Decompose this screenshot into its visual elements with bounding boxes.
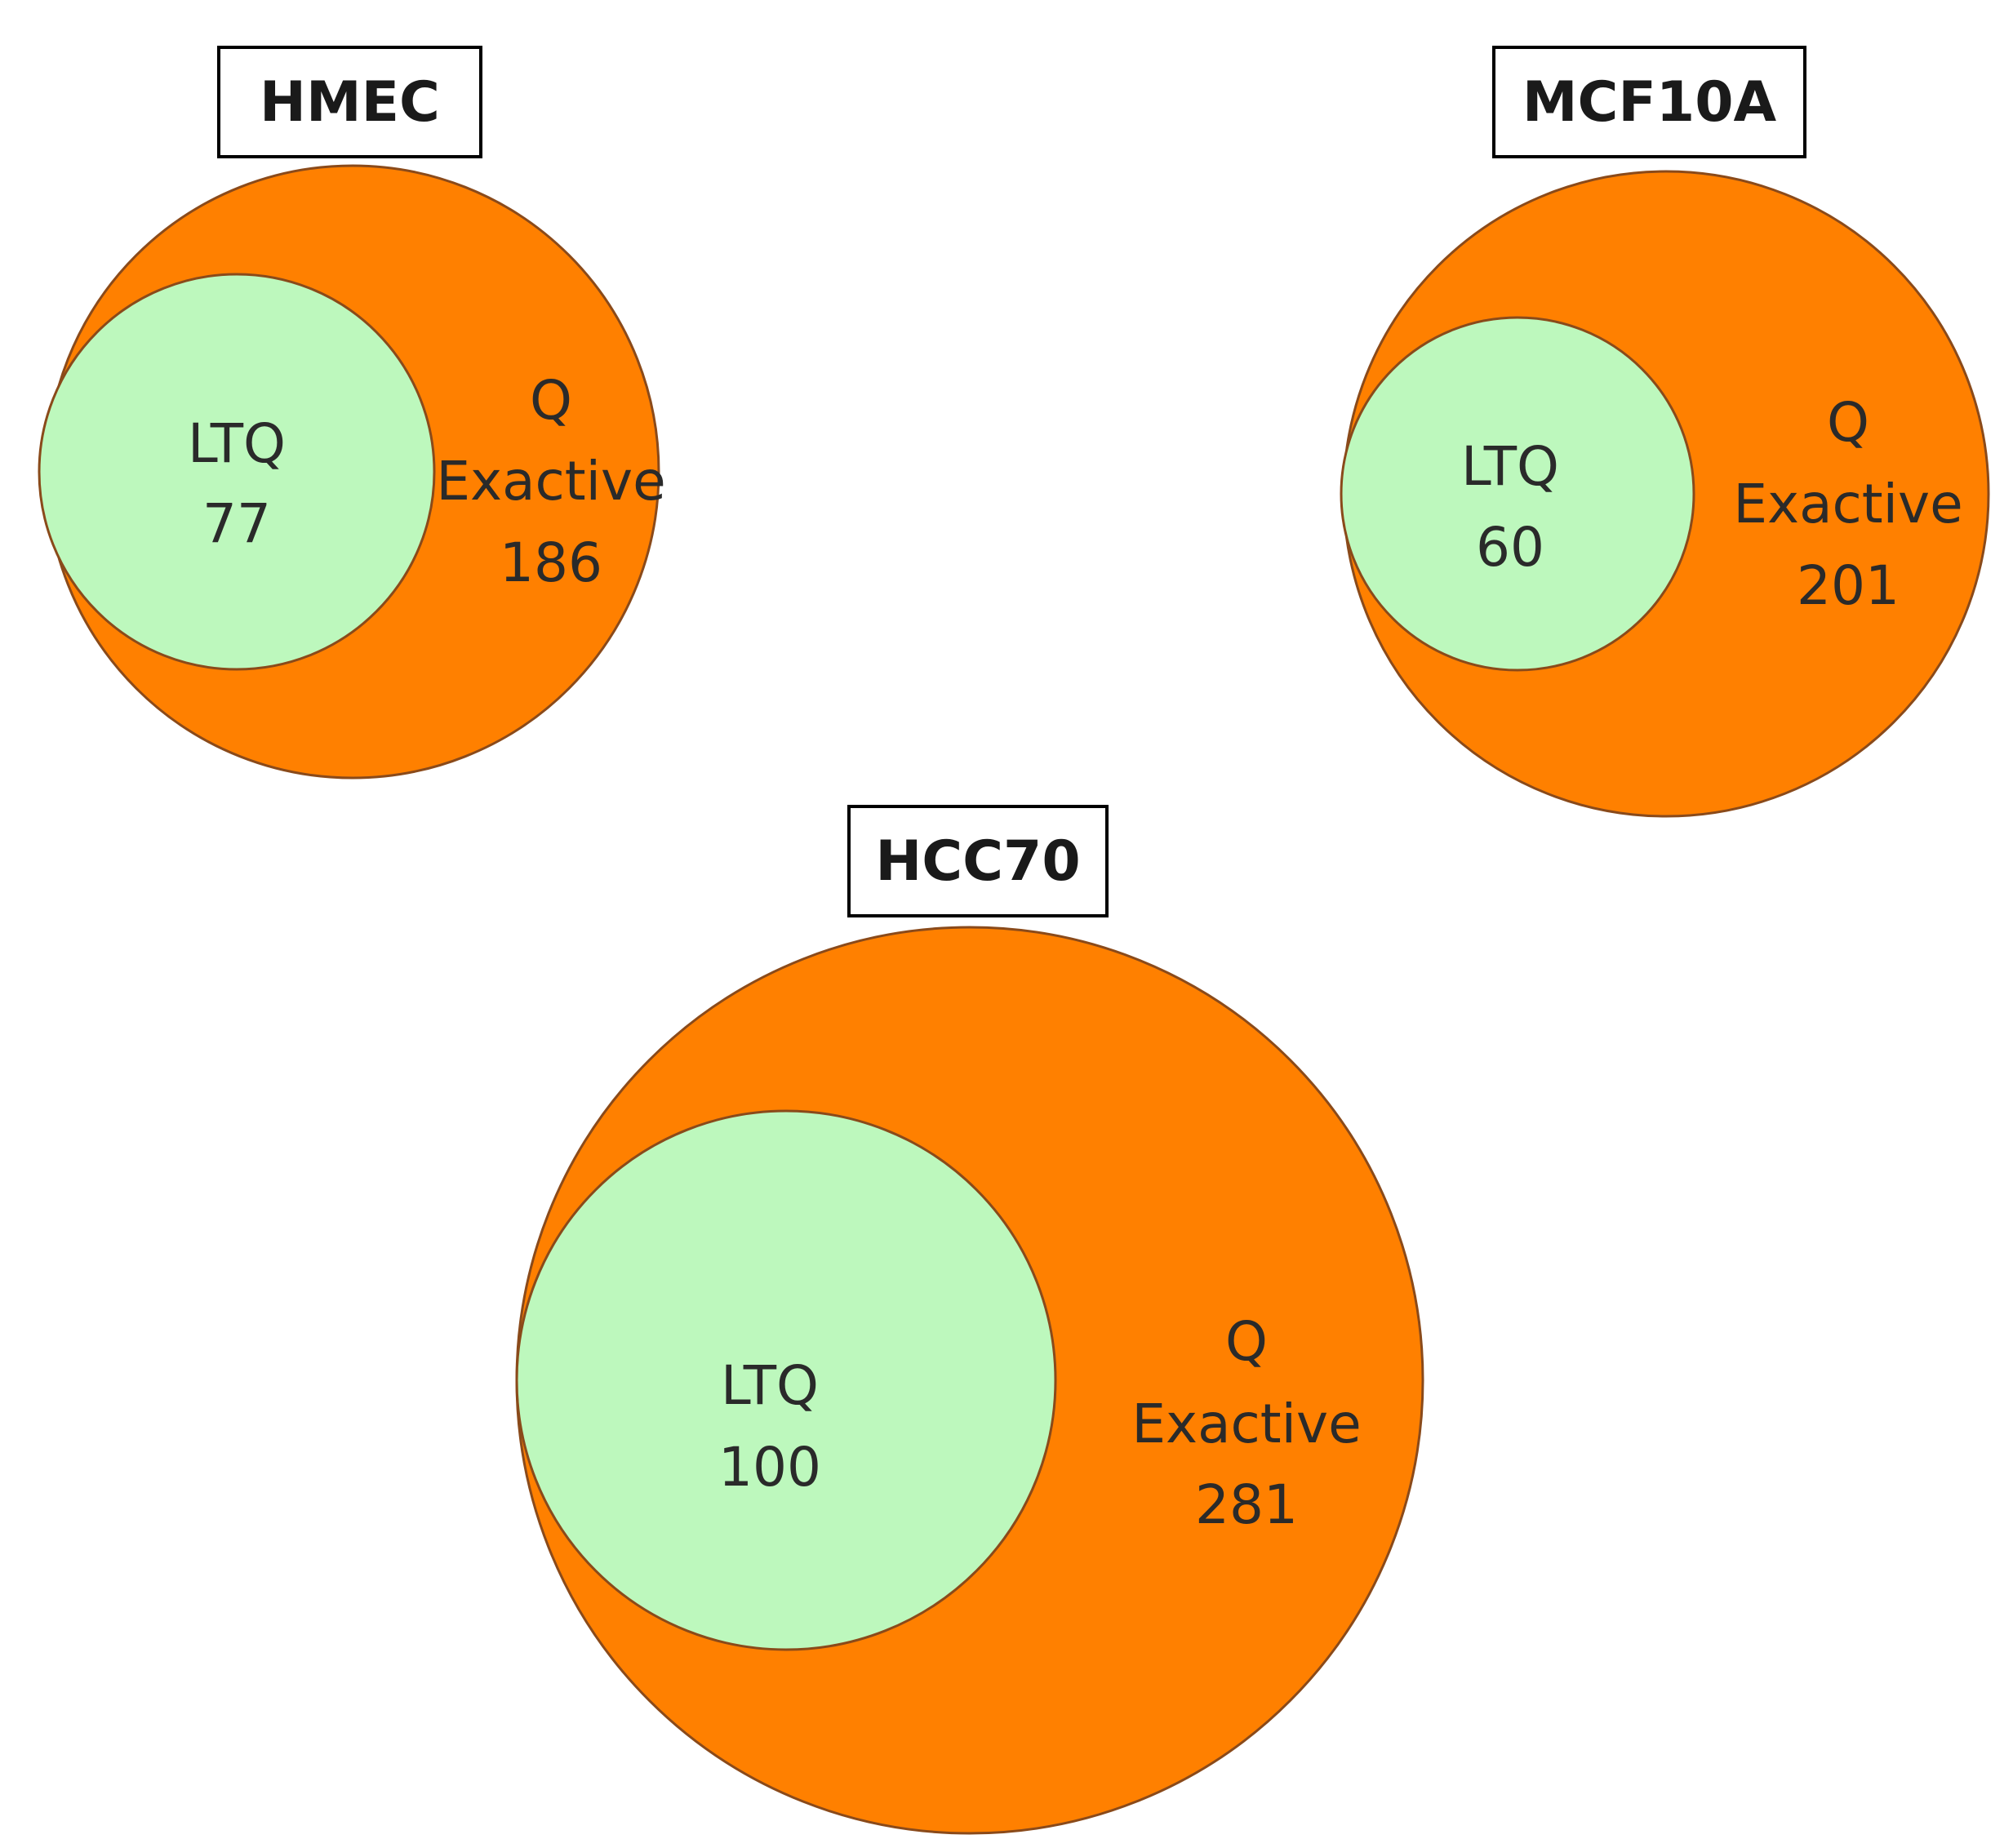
- hcc70-inner-label: LTQ: [721, 1354, 819, 1417]
- mcf10a-venn: LTQ 60 Q Exactive 201: [1340, 170, 1990, 818]
- hmec-inner-value: 77: [202, 492, 271, 555]
- mcf10a-outer-value: 201: [1797, 554, 1900, 617]
- mcf10a-inner-circle: [1340, 316, 1695, 672]
- hmec-inner-circle: [38, 273, 436, 671]
- hcc70-outer-label-line1: Q: [1225, 1310, 1268, 1373]
- hcc70-inner-circle: [515, 1109, 1057, 1651]
- mcf10a-outer-label-line2: Exactive: [1733, 473, 1962, 535]
- hcc70-inner-value: 100: [718, 1436, 821, 1499]
- hcc70-outer-value: 281: [1195, 1473, 1298, 1536]
- hmec-outer-label-line2: Exactive: [436, 450, 665, 513]
- hmec-outer-value: 186: [500, 531, 602, 594]
- hcc70-venn: LTQ 100 Q Exactive 281: [515, 926, 1424, 1835]
- hcc70-title-box: HCC70: [847, 805, 1109, 917]
- mcf10a-inner-label: LTQ: [1461, 435, 1559, 498]
- hmec-inner-label: LTQ: [188, 412, 286, 475]
- hmec-outer-label-line1: Q: [530, 369, 572, 432]
- hmec-title-box: HMEC: [217, 46, 482, 158]
- hcc70-outer-label-line2: Exactive: [1131, 1393, 1361, 1455]
- mcf10a-title-box: MCF10A: [1492, 46, 1806, 158]
- hmec-venn: LTQ 77 Q Exactive 186: [38, 164, 666, 780]
- mcf10a-outer-label-line1: Q: [1827, 391, 1869, 454]
- mcf10a-inner-value: 60: [1476, 516, 1544, 579]
